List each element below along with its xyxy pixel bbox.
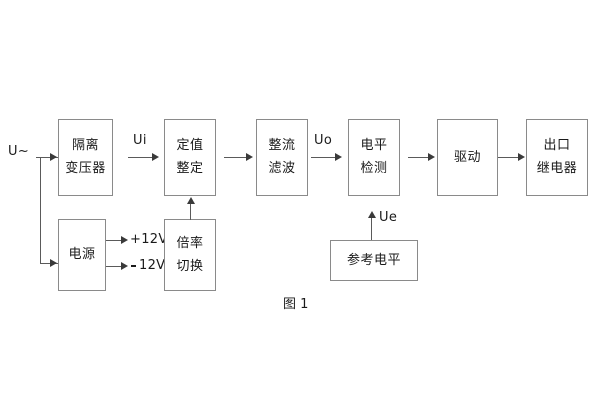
rail-pos-12v-label: +12V — [130, 232, 168, 247]
arrowhead-rail-neg-icon — [121, 262, 128, 270]
wire-rectifier-to-level — [311, 157, 337, 158]
wire-isolation-to-setting — [128, 157, 154, 158]
arrowhead-input-to-power-icon — [50, 259, 57, 267]
wire-power-rail-pos — [106, 240, 124, 241]
wire-input-to-power — [40, 263, 58, 264]
arrowhead-multiplier-to-setting-icon — [187, 197, 195, 204]
arrowhead-input-to-isolation-icon — [50, 153, 57, 161]
block-output-relay: 出口 继电器 — [526, 119, 588, 196]
arrowhead-rectifier-to-level-icon — [335, 153, 342, 161]
wire-power-rail-neg — [106, 266, 124, 267]
block-rectifier-filter: 整流 滤波 — [256, 119, 308, 196]
signal-uo-label: Uo — [314, 133, 333, 148]
block-drive-line1: 驱动 — [453, 149, 481, 165]
block-level-detection: 电平 检测 — [348, 119, 400, 196]
block-multiplier-switch: 倍率 切换 — [164, 219, 216, 291]
figure-caption: 图 1 — [283, 297, 309, 312]
block-isolation-transformer-line2: 变压器 — [65, 161, 106, 176]
rail-neg-12v-label: 12V — [139, 258, 166, 273]
block-output-relay-line1: 出口 — [543, 138, 571, 154]
minus-sign-icon — [131, 265, 136, 267]
wire-input-to-isolation — [40, 157, 58, 158]
block-drive: 驱动 — [437, 119, 498, 196]
wire-setting-to-rectifier — [224, 157, 248, 158]
block-isolation-transformer: 隔离 变压器 — [58, 119, 113, 196]
arrowhead-drive-to-relay-icon — [518, 153, 525, 161]
block-reference-level-line1: 参考电平 — [346, 252, 401, 268]
block-power-supply-line1: 电源 — [68, 247, 96, 263]
signal-ui-label: Ui — [133, 133, 147, 148]
arrowhead-reference-to-level-icon — [368, 211, 376, 218]
input-ac-label: U~ — [8, 144, 30, 159]
block-isolation-transformer-line1: 隔离 — [71, 138, 99, 154]
block-rectifier-filter-line2: 滤波 — [268, 161, 296, 176]
wire-reference-to-level — [371, 218, 372, 240]
arrowhead-rail-pos-icon — [121, 236, 128, 244]
arrowhead-level-to-drive-icon — [428, 153, 435, 161]
arrowhead-isolation-to-setting-icon — [152, 153, 159, 161]
wire-multiplier-to-setting — [190, 204, 191, 220]
block-setting-value-line1: 定值 — [176, 138, 204, 154]
block-power-supply: 电源 — [58, 219, 106, 291]
block-rectifier-filter-line1: 整流 — [268, 138, 296, 154]
wire-level-to-drive — [408, 157, 430, 158]
block-level-detection-line2: 检测 — [360, 161, 388, 176]
block-multiplier-switch-line1: 倍率 — [176, 235, 204, 251]
block-setting-value-line2: 整定 — [176, 161, 204, 176]
block-setting-value: 定值 整定 — [164, 119, 216, 196]
wire-drive-to-relay — [498, 157, 520, 158]
block-multiplier-switch-line2: 切换 — [176, 258, 204, 274]
block-output-relay-line2: 继电器 — [536, 161, 578, 176]
wire-input-bus — [40, 157, 41, 264]
block-reference-level: 参考电平 — [330, 240, 418, 281]
block-level-detection-line1: 电平 — [360, 138, 388, 154]
signal-ue-label: Ue — [379, 210, 398, 225]
arrowhead-setting-to-rectifier-icon — [246, 153, 253, 161]
